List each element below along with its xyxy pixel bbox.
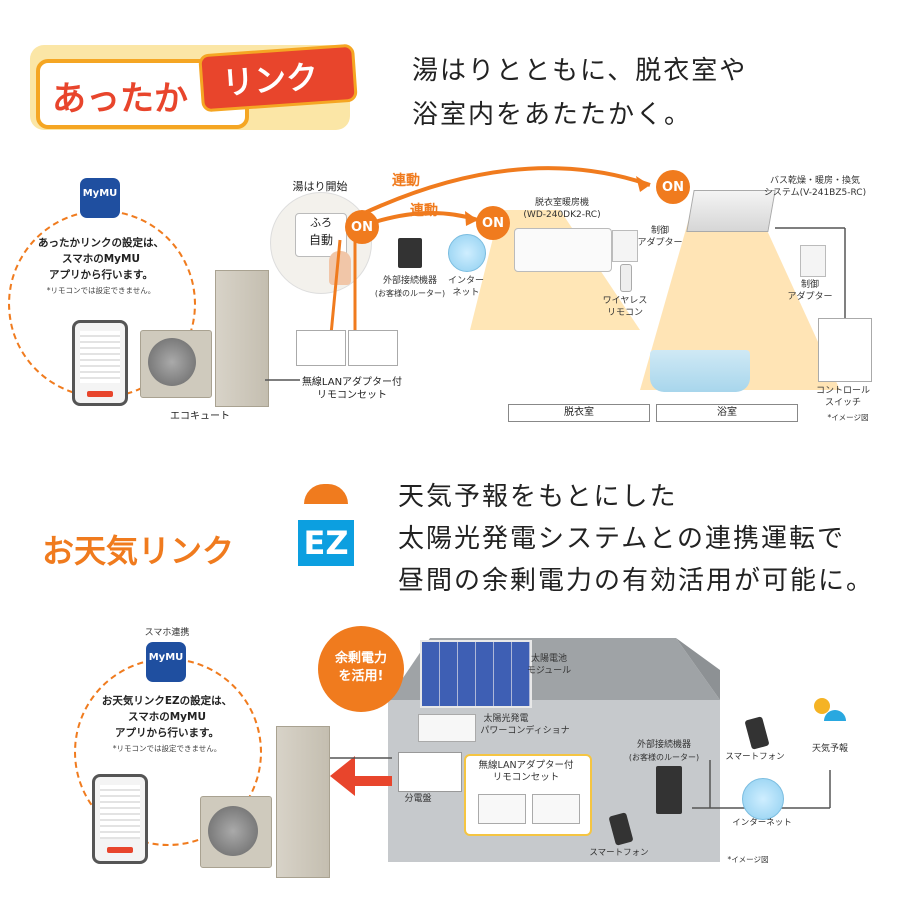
top-image-note: *イメージ図 [827, 413, 869, 422]
ez-router-icon [656, 766, 682, 814]
control-adapter-1-label-1: 制御 [650, 226, 669, 236]
control-adapter-2-label-1: 制御 [800, 280, 819, 290]
wireless-remote-label-1: ワイヤレス [602, 296, 648, 306]
atakaka-link-logo: あったか リンク [30, 43, 358, 130]
ecocute-unit-bottom [200, 726, 330, 880]
smartphone-1-label: スマートフォン [589, 848, 649, 858]
surplus-line-1: 余剰電力 [334, 651, 387, 666]
mymu-setting-bubble: MyMU あったかリンクの設定は、 スマホのMyMU アプリから行います。 *リ… [8, 178, 196, 408]
fill-button-text-1: ふろ [310, 216, 332, 229]
smartphone-icon [72, 320, 128, 406]
control-adapter-2-label-2: アダプター [787, 292, 833, 302]
wireless-remote-label-2: リモコン [606, 308, 643, 318]
weather-link-section: お天気リンク EZ 天気予報をもとにした 太陽光発電システムとの連携運転で 昼間… [0, 440, 900, 900]
bathtub [650, 350, 750, 392]
surplus-line-2: を活用! [338, 669, 384, 684]
lan-remote-label-2: リモコンセット [317, 390, 387, 401]
link-label-2: 連動 [410, 203, 438, 219]
lan-remote-set [296, 328, 398, 368]
breaker-panel [398, 752, 462, 792]
breaker-label: 分電盤 [404, 794, 432, 804]
ez-remote-unit-2 [532, 794, 580, 824]
on-badge-button: ON [345, 210, 379, 244]
fill-button-text-2: 自動 [308, 233, 333, 247]
top-headline-1: 湯はりとともに、脱衣室や [412, 56, 748, 86]
weather-sun-icon [814, 698, 830, 714]
control-adapter-1 [612, 230, 638, 262]
on-badge-bath: ON [656, 170, 690, 204]
smartphone-link-tag: スマホ連携 [144, 628, 190, 638]
smartphone-2-label: スマートフォン [725, 752, 785, 762]
ez-bubble-line-3: アプリから行います。 [115, 727, 219, 739]
on-badge-heater: ON [476, 206, 510, 240]
heater-label-2: (WD-240DK2-RC) [523, 210, 601, 220]
weather-link-logo: お天気リンク EZ [42, 484, 354, 570]
bubble-line-1: あったかリンクの設定は、 [38, 237, 164, 249]
solar-module-label-2: モジュール [526, 666, 572, 676]
ez-internet-label: インターネット [732, 818, 792, 828]
bath-system-label-1: バス乾燥・暖房・換気 [769, 176, 860, 186]
internet-globe-icon [448, 234, 486, 272]
mymu-ez-app-icon: MyMU [146, 642, 186, 682]
fill-auto-button: ふろ 自動 [295, 213, 347, 257]
ez-bubble-line-1: お天気リンクEZの設定は、 [101, 695, 233, 707]
ecocute-unit [140, 270, 270, 410]
weather-label: 天気予報 [811, 744, 848, 754]
bath-system-label-2: システム(V-241BZ5-RC) [763, 188, 867, 198]
lan-remote-label-1: 無線LANアダプター付 [301, 377, 403, 388]
ez-lan-remote-label-1: 無線LANアダプター付 [478, 760, 574, 771]
bubble-note: *リモコンでは設定できません。 [46, 286, 156, 295]
ecocute-label: エコキュート [170, 411, 230, 422]
sun-icon [304, 484, 348, 504]
ez-bubble-line-2: スマホのMyMU [128, 711, 206, 723]
wireless-remote-icon [620, 264, 632, 292]
ez-badge: EZ [298, 520, 354, 566]
atakaka-link-section: あったか リンク 湯はりとともに、脱衣室や 浴室内をあたたかく。 MyMU あっ… [0, 0, 900, 440]
start-fill-label: 湯はり開始 [292, 180, 348, 193]
solar-panel [420, 640, 532, 708]
ez-bubble-note: *リモコンでは設定できません。 [112, 744, 222, 753]
router-label-2: (お客様のルーター) [374, 289, 446, 298]
bubble-line-3: アプリから行います。 [49, 269, 153, 281]
router-label-1: 外部接続機器 [382, 276, 437, 286]
heater-label-1: 脱衣室暖房機 [534, 198, 589, 208]
surplus-power-bubble: 余剰電力 を活用! [318, 626, 404, 712]
ez-remote-unit-1 [478, 794, 526, 824]
ez-lan-remote-label-2: リモコンセット [492, 772, 560, 783]
bottom-headline-2: 太陽光発電システムとの連携運転で [398, 524, 845, 554]
weather-link-logo-text: お天気リンク [42, 532, 235, 570]
power-conditioner [418, 714, 476, 742]
internet-label-1: インター [447, 276, 484, 286]
control-switch-label-2: スイッチ [824, 398, 861, 408]
smartphone-ez-icon [92, 774, 148, 864]
bottom-headline-1: 天気予報をもとにした [398, 482, 678, 512]
ez-router-label-1: 外部接続機器 [636, 740, 691, 750]
mymu-app-icon: MyMU [80, 178, 120, 218]
room-label-bath: 浴室 [656, 404, 798, 422]
control-switch-panel [818, 318, 872, 382]
bubble-line-2: スマホのMyMU [62, 253, 140, 265]
control-adapter-2 [800, 245, 826, 277]
power-conditioner-label-2: パワーコンディショナ [480, 726, 570, 736]
control-switch-label-1: コントロール [815, 386, 870, 396]
room-label-dressing: 脱衣室 [508, 404, 650, 422]
bottom-headline-3: 昼間の余剰電力の有効活用が可能に。 [398, 566, 875, 596]
link-label-1: 連動 [392, 173, 420, 189]
weather-umbrella-icon [824, 710, 846, 721]
internet-label-2: ネット [452, 288, 480, 298]
control-adapter-1-label-2: アダプター [637, 238, 683, 248]
router-icon [398, 238, 422, 268]
power-conditioner-label-1: 太陽光発電 [483, 714, 529, 724]
ez-router-label-2: (お客様のルーター) [628, 753, 700, 762]
bottom-image-note: *イメージ図 [727, 855, 769, 864]
mymu-app-label: MyMU [82, 188, 118, 199]
top-headline-2: 浴室内をあたたかく。 [412, 100, 693, 130]
ez-internet-globe-icon [742, 778, 784, 820]
link-arrows [265, 166, 846, 390]
logo-text-main: あったか [52, 79, 188, 119]
mymu-ez-app-label: MyMU [148, 652, 184, 663]
bathroom-heater-unit [514, 228, 612, 272]
solar-module-label-1: 太陽電池 [530, 654, 567, 664]
